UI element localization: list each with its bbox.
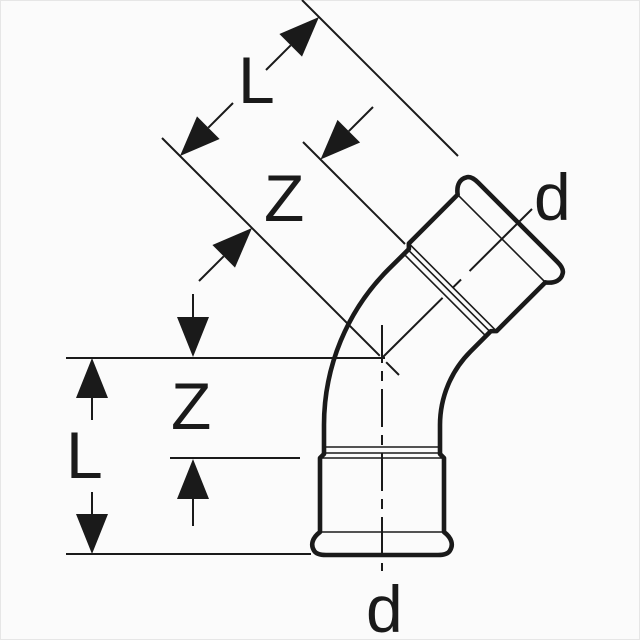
arrowhead-icon bbox=[177, 459, 209, 499]
dimension-z-vertical bbox=[177, 294, 209, 526]
socket-contour bbox=[309, 451, 455, 558]
dimension-l-vertical bbox=[76, 358, 108, 554]
dimension-l-diagonal bbox=[180, 17, 319, 156]
arrowhead-icon bbox=[279, 17, 319, 57]
socket-shoulder-line bbox=[407, 249, 491, 333]
fitting-outline bbox=[309, 174, 566, 558]
dimension-line bbox=[265, 44, 292, 71]
bend-outer-wall bbox=[321, 247, 411, 456]
dimension-line bbox=[207, 102, 234, 129]
arrowhead-icon bbox=[212, 228, 252, 268]
extension-line-socket-face-diagonal bbox=[301, 0, 459, 157]
dimension-line bbox=[198, 255, 225, 282]
dimension-label-z-vertical: Z bbox=[171, 369, 211, 443]
press-socket-bottom bbox=[309, 446, 455, 558]
extension-lines bbox=[66, 0, 459, 555]
diameter-label-upper: d bbox=[534, 160, 571, 234]
extension-line-socket-stop-diagonal bbox=[302, 141, 406, 245]
socket-contour bbox=[406, 174, 566, 334]
centerline-angled-leg bbox=[382, 208, 533, 358]
diameter-label-lower: d bbox=[366, 572, 403, 640]
dimension-label-l-diagonal: L bbox=[238, 43, 275, 117]
arrowhead-icon bbox=[76, 358, 108, 398]
socket-bead-line bbox=[457, 194, 546, 283]
centerlines bbox=[381, 208, 533, 571]
dimension-line bbox=[348, 106, 374, 132]
dimension-z-diagonal bbox=[198, 106, 374, 282]
dimension-label-l-vertical: L bbox=[66, 418, 103, 492]
arrowhead-icon bbox=[180, 116, 220, 156]
press-socket-angled bbox=[404, 174, 566, 336]
socket-stop-line bbox=[408, 242, 498, 332]
arrowhead-icon bbox=[76, 514, 108, 554]
extension-line-center-diagonal bbox=[161, 137, 400, 376]
arrowhead-icon bbox=[320, 119, 361, 160]
bend-inner-wall bbox=[437, 329, 493, 456]
socket-tube-end-line bbox=[404, 254, 486, 336]
dimension-label-z-diagonal: Z bbox=[264, 161, 304, 235]
arrowhead-icon bbox=[177, 317, 209, 357]
